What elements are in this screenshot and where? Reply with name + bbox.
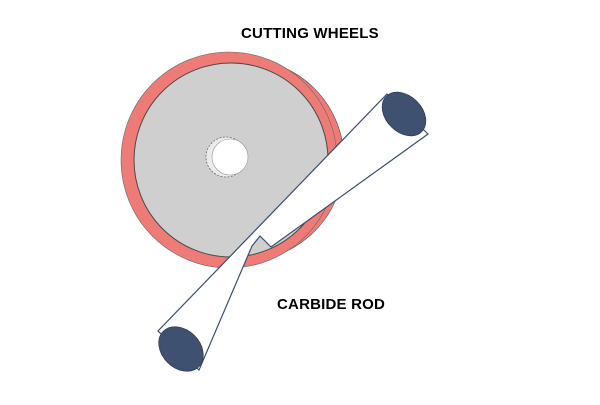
cutting-wheels-label: CUTTING WHEELS	[241, 25, 379, 42]
rod-end-near	[158, 326, 204, 372]
rod-end-far	[381, 91, 427, 137]
carbide-rod-label: CARBIDE ROD	[277, 296, 386, 313]
cutting-wheel-icon	[120, 51, 345, 269]
carbide-rod-icon	[157, 91, 429, 372]
wheel-bore	[211, 138, 249, 176]
